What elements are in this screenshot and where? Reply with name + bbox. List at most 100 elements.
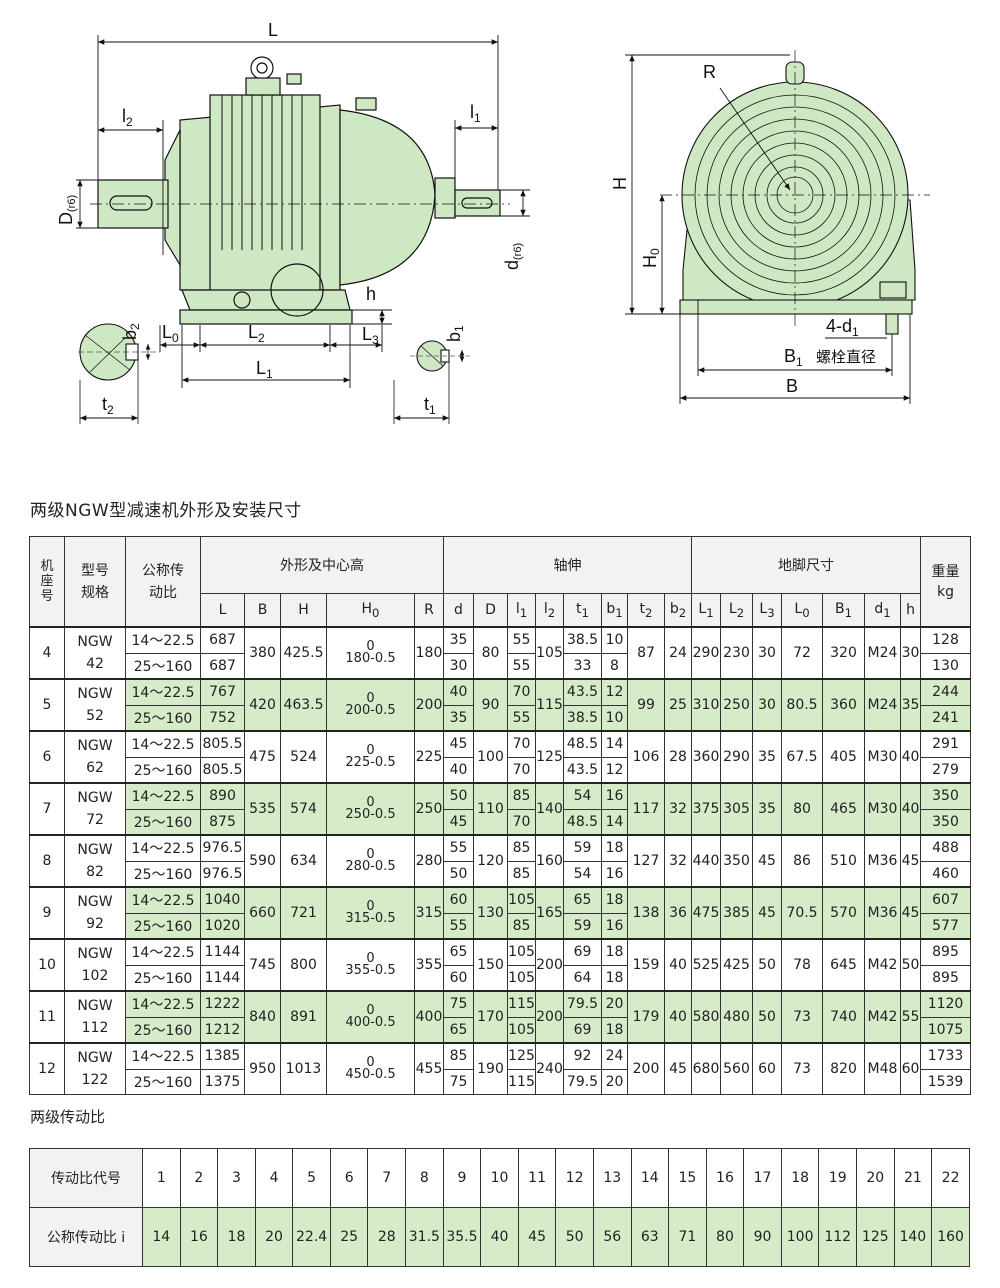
cell-l1: 70 (507, 678, 536, 706)
header-H0: H0 (326, 593, 415, 628)
side-view (90, 56, 510, 325)
cell-b1: 16 (601, 860, 628, 888)
cell-weight: 1539 (920, 1068, 972, 1095)
ratio-code-cell: 12 (555, 1148, 594, 1208)
cell-l2: 140 (535, 782, 564, 836)
H0-value: 280-0.5 (345, 858, 396, 874)
cell-seat: 12 (29, 1042, 65, 1095)
ratio-value-cell: 56 (592, 1207, 632, 1267)
cell-l2: 200 (535, 938, 564, 992)
cell-L: 687 (200, 626, 245, 654)
cell-t1: 48.5 (563, 808, 602, 836)
model-size: 52 (86, 708, 104, 724)
cell-b1: 12 (601, 678, 628, 706)
cell-H: 1013 (280, 1042, 327, 1095)
header-D: D (473, 593, 508, 628)
cell-D: 190 (473, 1042, 508, 1095)
cell-d: 35 (443, 704, 474, 732)
cell-t1: 33 (563, 652, 602, 680)
H0-value: 225-0.5 (345, 754, 396, 770)
header-l1: l1 (507, 593, 536, 628)
cell-R: 355 (414, 938, 444, 992)
cell-h: 45 (899, 886, 922, 940)
cell-L: 1040 (200, 886, 245, 914)
cell-D: 80 (473, 626, 508, 680)
cell-d: 85 (443, 1042, 474, 1070)
cell-b2: 36 (664, 886, 692, 940)
cell-L2: 305 (720, 782, 753, 836)
cell-t2: 117 (627, 782, 665, 836)
cell-ratio-range: 25～160 (125, 860, 201, 888)
header-t2: t2 (627, 593, 665, 628)
cell-L3: 35 (752, 730, 782, 784)
model-size: 92 (86, 916, 104, 932)
cell-L3: 45 (752, 886, 782, 940)
H0-value: 450-0.5 (345, 1066, 396, 1082)
cell-seat: 5 (29, 678, 65, 732)
cell-H: 800 (280, 938, 327, 992)
cell-t2: 127 (627, 834, 665, 888)
cell-D: 130 (473, 886, 508, 940)
cell-t1: 64 (563, 964, 602, 992)
ratio-value-label: 公称传动比 i (29, 1207, 143, 1267)
cell-b2: 40 (664, 938, 692, 992)
ratio-value-cell: 100 (780, 1207, 820, 1267)
cell-b1: 24 (601, 1042, 628, 1070)
cell-d1: M24 (864, 626, 901, 680)
cell-H: 524 (280, 730, 327, 784)
model-size: 122 (81, 1072, 109, 1088)
cell-d: 45 (443, 730, 474, 758)
cell-L1: 580 (691, 990, 721, 1044)
cell-L2: 425 (720, 938, 753, 992)
svg-text:B: B (786, 376, 798, 396)
cell-L1: 360 (691, 730, 721, 784)
cell-d: 65 (443, 1016, 474, 1044)
cell-t1: 43.5 (563, 756, 602, 784)
cell-L2: 230 (720, 626, 753, 680)
cell-B1: 570 (822, 886, 865, 940)
cell-L0: 73 (781, 1042, 823, 1095)
H0-upper-tolerance: 0 (366, 1002, 375, 1018)
cell-L: 752 (200, 704, 245, 732)
cell-B1: 360 (822, 678, 865, 732)
cell-L0: 72 (781, 626, 823, 680)
cell-l2: 165 (535, 886, 564, 940)
cell-D: 120 (473, 834, 508, 888)
cell-weight: 577 (920, 912, 972, 940)
cell-L: 805.5 (200, 756, 245, 784)
header-group-shape: 外形及中心高 (200, 536, 444, 594)
ratio-value-cell: 14 (142, 1207, 181, 1267)
cell-B1: 405 (822, 730, 865, 784)
cell-seat: 9 (29, 886, 65, 940)
cell-d1: M48 (864, 1042, 901, 1095)
ratio-value-cell: 25 (329, 1207, 369, 1267)
cell-h: 45 (899, 834, 922, 888)
cell-weight: 241 (920, 704, 972, 732)
header-weight: 重量 kg (920, 536, 972, 628)
cell-H: 463.5 (280, 678, 327, 732)
cell-b2: 24 (664, 626, 692, 680)
cell-ratio-range: 25～160 (125, 912, 201, 940)
header-model: 型号规格 (64, 536, 126, 628)
header-L1: L1 (691, 593, 721, 628)
cell-L: 875 (200, 808, 245, 836)
cell-l2: 105 (535, 626, 564, 680)
cell-R: 315 (414, 886, 444, 940)
cell-L3: 50 (752, 938, 782, 992)
cell-l1: 115 (507, 1068, 536, 1095)
cell-d1: M30 (864, 782, 901, 836)
cell-L: 976.5 (200, 860, 245, 888)
cell-L0: 67.5 (781, 730, 823, 784)
